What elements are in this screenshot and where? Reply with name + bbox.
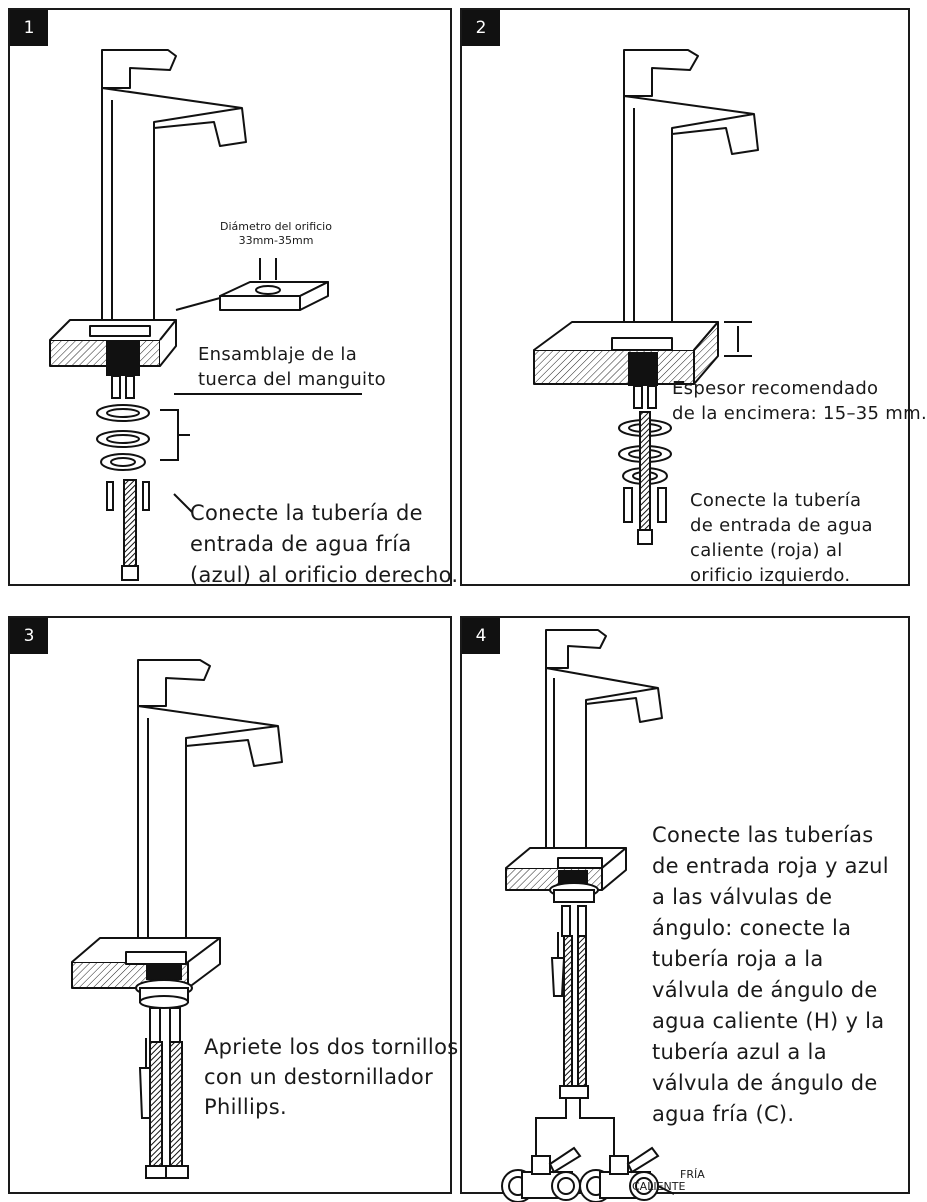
step-instruction-2: Conecte la tubería de entrada de agua ca… (690, 490, 873, 586)
step-instruction-4: Conecte las tuberías de entrada roja y a… (652, 823, 889, 1126)
step-instruction-1: Conecte la tubería de entrada de agua fr… (190, 501, 459, 587)
step-panel-3: 3 Apriete los dos tornillo (8, 616, 458, 1194)
step-panel-4: 4 (460, 616, 910, 1202)
step-number-badge: 4 (462, 618, 500, 654)
cold-valve-label: FRÍA (680, 1168, 705, 1181)
hole-diameter-label: Diámetro del orificio 33mm-35mm (220, 220, 332, 247)
faucet-assembly-illustration-4 (501, 629, 675, 1202)
hot-valve-label: CALIENTE (632, 1180, 686, 1193)
step-number-badge: 3 (10, 618, 48, 654)
countertop-thickness-label: Espesor recomendado de la encimera: 15–3… (672, 378, 927, 424)
step-number-badge: 2 (462, 10, 500, 46)
step-number-badge: 1 (10, 10, 48, 46)
step-panel-2: 2 E (460, 8, 927, 586)
faucet-assembly-illustration-1 (49, 49, 362, 581)
step-instruction-3: Apriete los dos tornillos con un destorn… (204, 1035, 459, 1119)
step-panel-1: 1 (8, 8, 458, 587)
faucet-assembly-illustration-2 (533, 49, 759, 545)
faucet-assembly-illustration-3 (71, 659, 283, 1179)
nut-assembly-label: Ensamblaje de la tuerca del manguito (198, 344, 386, 390)
